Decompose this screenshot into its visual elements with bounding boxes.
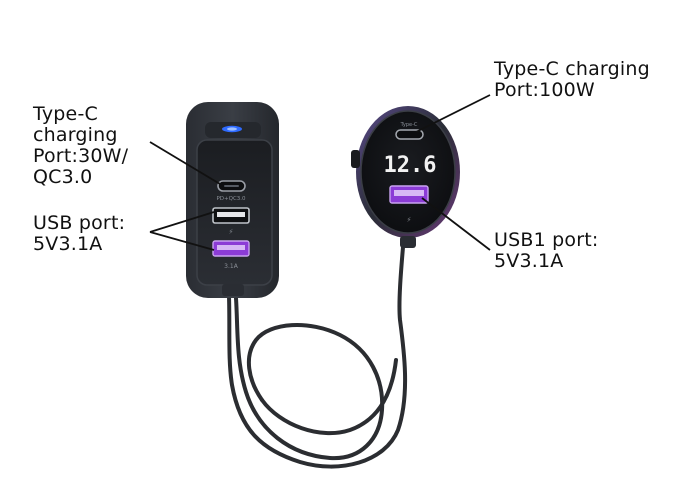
typec-marking: PD+QC3.0: [216, 196, 246, 202]
right-typec-label: Type-C charging Port:100W: [494, 58, 650, 101]
right-usb-label: USB1 port: 5V3.1A: [494, 229, 599, 272]
usb-marking: 3.1A: [224, 263, 239, 270]
callout-lines: [149, 94, 491, 251]
multi-port-charger: PD+QC3.0 ⚡ 3.1A: [186, 102, 279, 298]
lightning-icon: ⚡: [229, 228, 234, 236]
car-charger-head: Type-C 12.6 ⚡: [351, 106, 460, 248]
callout-right-usb: [421, 197, 491, 251]
callout-left-typec: [149, 141, 221, 185]
left-usb-label: USB port: 5V3.1A: [33, 212, 126, 255]
voltage-display: 12.6: [384, 153, 437, 178]
callout-right-typec: [415, 94, 491, 133]
callout-left-usb-bottom: [149, 231, 215, 251]
left-typec-label: Type-C charging Port:30W/ QC3.0: [33, 103, 129, 188]
car-typec-marking: Type-C: [400, 122, 418, 128]
car-lightning-icon: ⚡: [407, 216, 412, 224]
cable: [227, 233, 408, 469]
callout-left-usb-top: [149, 211, 215, 233]
